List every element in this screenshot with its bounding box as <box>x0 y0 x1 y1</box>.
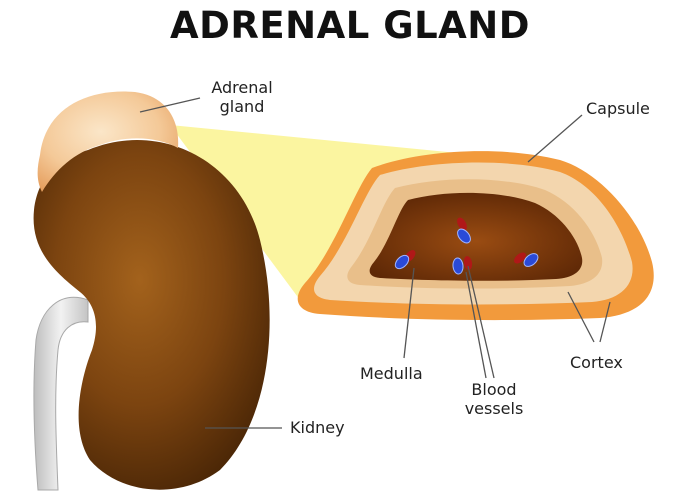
page-title: ADRENAL GLAND <box>170 4 530 47</box>
leader-cortex-2 <box>599 301 611 343</box>
blood-vessel-blue <box>523 253 539 267</box>
label-capsule: Capsule <box>586 99 650 118</box>
label-kidney: Kidney <box>290 418 345 437</box>
leader-blood-vessels-1 <box>465 271 487 379</box>
leader-lines <box>139 97 611 429</box>
blood-vessel-blue <box>457 228 471 244</box>
blood-vessel-blue <box>452 257 464 275</box>
adrenal-gland-shape <box>37 91 179 192</box>
label-adrenal-gland: Adrenal gland <box>211 78 273 116</box>
leader-capsule <box>527 114 583 163</box>
blood-vessel-red <box>463 256 473 270</box>
blood-vessel-group <box>394 217 539 275</box>
leader-adrenal-gland <box>139 97 201 113</box>
blood-vessel-blue <box>394 254 410 270</box>
ureter <box>33 296 89 491</box>
blood-vessel-red <box>514 252 526 264</box>
blood-vessel-red <box>457 217 467 231</box>
leader-cortex-1 <box>567 291 595 343</box>
leader-medulla <box>403 267 415 359</box>
kidney <box>33 140 270 490</box>
label-cortex: Cortex <box>570 353 623 372</box>
label-blood-vessels: Blood vessels <box>464 380 524 418</box>
leader-blood-vessels-2 <box>467 265 495 379</box>
label-medulla: Medulla <box>360 364 423 383</box>
